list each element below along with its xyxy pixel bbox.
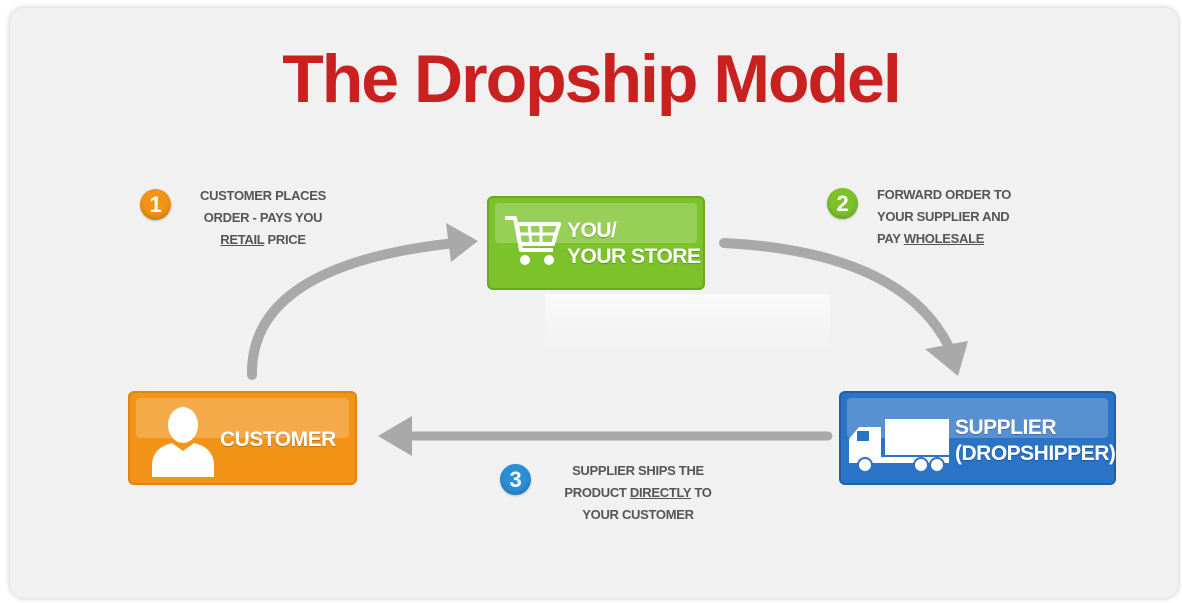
node-customer: CUSTOMER	[128, 391, 357, 485]
diagram-title: The Dropship Model	[282, 41, 902, 117]
supplier-label-line1: SUPPLIER	[955, 416, 1057, 439]
step-3-line2-suffix: TO	[691, 485, 712, 500]
step-2-underlined: WHOLESALE	[903, 231, 985, 246]
step-3-number-badge: 3	[500, 464, 531, 495]
arrow-store-to-supplier	[719, 238, 953, 350]
step-3-line2: PRODUCT DIRECTLY TO	[548, 482, 728, 504]
step-2-line2: YOUR SUPPLIER AND	[877, 209, 1010, 224]
step-1-line3-rest: PRICE	[264, 232, 307, 247]
supplier-label: SUPPLIER (DROPSHIPPER)	[955, 415, 1116, 467]
store-label-line2: YOUR STORE	[567, 245, 701, 268]
step-1-line3: RETAIL PRICE	[188, 229, 338, 251]
arrowhead-supplier	[925, 341, 968, 376]
step-2-line3-prefix: PAY	[877, 231, 904, 246]
arrowhead-store	[446, 223, 478, 262]
store-label-line1: YOU/	[567, 219, 617, 242]
step-1-underlined: RETAIL	[220, 232, 265, 247]
step-3-line3: YOUR CUSTOMER	[582, 507, 694, 522]
arrowhead-customer	[378, 416, 412, 456]
step-2-line3: PAY WHOLESALE	[877, 228, 1077, 250]
step-3-annotation: 3 SUPPLIER SHIPS THE PRODUCT DIRECTLY TO…	[500, 460, 748, 526]
store-reflection	[545, 294, 830, 352]
person-silhouette-icon	[148, 401, 218, 482]
shopping-cart-icon	[503, 212, 561, 279]
step-2-annotation: 2 FORWARD ORDER TO YOUR SUPPLIER AND PAY…	[827, 184, 1077, 250]
step-3-underlined: DIRECTLY	[629, 485, 692, 500]
node-supplier: SUPPLIER (DROPSHIPPER)	[839, 391, 1116, 485]
step-1-annotation: 1 CUSTOMER PLACES ORDER - PAYS YOU RETAI…	[140, 185, 388, 251]
step-2-line1: FORWARD ORDER TO	[877, 187, 1012, 202]
step-1-line2: ORDER - PAYS YOU	[203, 210, 323, 225]
supplier-label-line2: (DROPSHIPPER)	[955, 442, 1116, 465]
store-label: YOU/ YOUR STORE	[567, 218, 707, 270]
step-1-number-badge: 1	[140, 189, 171, 220]
step-3-line2-prefix: PRODUCT	[564, 485, 630, 500]
delivery-truck-icon	[847, 417, 951, 478]
arrow-customer-to-store	[246, 238, 460, 380]
step-2-number-badge: 2	[827, 188, 858, 219]
customer-label: CUSTOMER	[220, 428, 336, 451]
node-your-store: YOU/ YOUR STORE	[487, 196, 705, 290]
step-1-line1: CUSTOMER PLACES	[200, 188, 326, 203]
step-3-line1: SUPPLIER SHIPS THE	[572, 463, 704, 478]
